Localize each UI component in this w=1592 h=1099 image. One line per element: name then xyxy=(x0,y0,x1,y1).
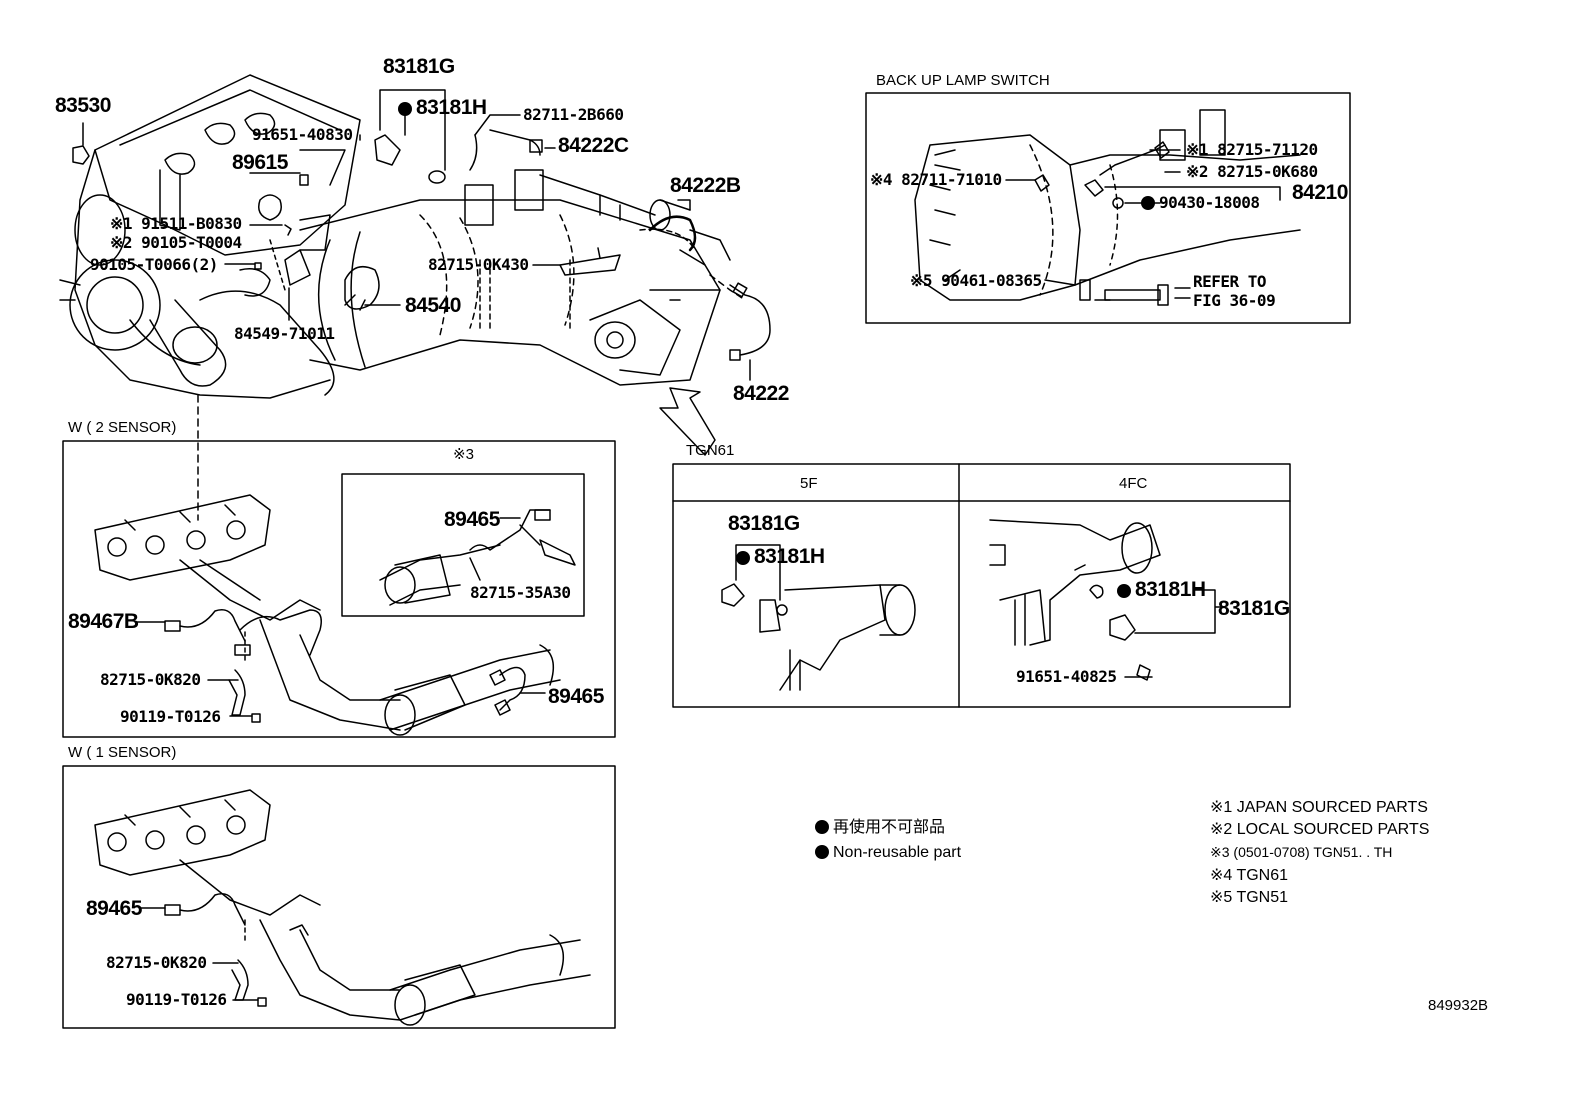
w2-sensor-box xyxy=(62,440,616,738)
note-5: ※5 TGN51 xyxy=(1210,889,1289,906)
part-label-82715-0K820-w2: 82715-0K820 xyxy=(100,670,201,689)
part-label-89465-w1: 89465 xyxy=(86,897,142,920)
table-header-4fc: 4FC xyxy=(1119,475,1148,492)
part-label-82711-2B660: 82711-2B660 xyxy=(523,105,624,124)
part-label-82711-71010: ※4 82711-71010 xyxy=(870,170,1002,189)
part-label-90119-T0126-w2: 90119-T0126 xyxy=(120,707,221,726)
note-3: ※3 (0501-0708) TGN51. . TH xyxy=(1210,844,1393,860)
backup-lamp-switch-title: BACK UP LAMP SWITCH xyxy=(876,72,1050,89)
variant-table xyxy=(672,463,1291,708)
part-label-90105-T0004: ※2 90105-T0004 xyxy=(110,233,242,252)
backup-lamp-switch-box xyxy=(865,92,1351,324)
part-label-89465-inset: 89465 xyxy=(444,508,500,531)
part-label-84549-71011: 84549-71011 xyxy=(234,324,335,343)
part-label-84210: 84210 xyxy=(1292,181,1348,204)
4fc-illustration xyxy=(989,519,1226,681)
part-label-84222C: 84222C xyxy=(558,134,629,157)
part-label-83181G-4fc: 83181G xyxy=(1218,597,1290,620)
leader-lines-top xyxy=(224,134,751,381)
part-label-83181G-5f: 83181G xyxy=(728,512,800,535)
part-label-83530: 83530 xyxy=(55,94,111,117)
part-label-90430-18008: 90430-18008 xyxy=(1141,195,1260,211)
non-reusable-dot-icon xyxy=(736,551,750,565)
part-label-83181G-top: 83181G xyxy=(383,55,455,78)
engine-illustration xyxy=(59,74,361,399)
part-label-90119-T0126-w1: 90119-T0126 xyxy=(126,990,227,1009)
backup-lamp-illustration xyxy=(914,109,1301,306)
part-label-84222B: 84222B xyxy=(670,174,741,197)
part-label-83181H-4fc: 83181H xyxy=(1117,579,1206,600)
part-label-82715-35A30: 82715-35A30 xyxy=(470,583,571,602)
non-reusable-dot-icon xyxy=(1141,196,1155,210)
part-label-89615: 89615 xyxy=(232,151,288,174)
non-reusable-dot-icon xyxy=(815,845,829,859)
part-label-91651-40830: 91651-40830 xyxy=(252,125,353,144)
legend-line-en: Non-reusable part xyxy=(815,845,961,861)
non-reusable-dot-icon xyxy=(1117,584,1131,598)
w2-leaders xyxy=(134,517,546,717)
tgn61-caption: TGN61 xyxy=(686,442,735,459)
table-header-5f: 5F xyxy=(800,475,818,492)
w2-inset-title: ※3 xyxy=(453,446,474,463)
part-label-82715-71120: ※1 82715-71120 xyxy=(1186,140,1318,159)
part-label-84540: 84540 xyxy=(405,294,461,317)
part-label-82715-0K430: 82715-0K430 xyxy=(428,255,529,274)
refer-fig-text: FIG 36-09 xyxy=(1193,291,1276,310)
sensor-84222-wire xyxy=(729,284,771,356)
w1-title: W ( 1 SENSOR) xyxy=(68,744,177,761)
legend-line-jp: 再使用不可部品 xyxy=(815,820,945,836)
part-label-89467B: 89467B xyxy=(68,610,139,633)
part-label-89465-w2: 89465 xyxy=(548,685,604,708)
part-label-83181H-5f: 83181H xyxy=(736,546,825,567)
w1-leaders xyxy=(139,907,259,1001)
non-reusable-dot-icon xyxy=(398,102,412,116)
w1-sensor-box xyxy=(62,765,616,1029)
non-reusable-dot-icon xyxy=(815,820,829,834)
part-label-82715-0K820-w1: 82715-0K820 xyxy=(106,953,207,972)
refer-to-text: REFER TO xyxy=(1193,272,1267,291)
part-label-82715-0K680: ※2 82715-0K680 xyxy=(1186,162,1318,181)
note-1: ※1 JAPAN SOURCED PARTS xyxy=(1210,799,1428,816)
part-label-90105-T0066: 90105-T0066(2) xyxy=(90,255,218,274)
w2-title: W ( 2 SENSOR) xyxy=(68,419,177,436)
w1-illustration xyxy=(94,789,591,1026)
small-parts-top xyxy=(72,89,621,311)
transmission-illustration xyxy=(299,169,746,386)
5f-illustration xyxy=(721,544,916,691)
note-4: ※4 TGN61 xyxy=(1210,867,1289,884)
figure-id: 849932B xyxy=(1428,997,1489,1014)
part-label-91511-B0830: ※1 91511-B0830 xyxy=(110,214,242,233)
part-label-83181H-top: 83181H xyxy=(398,97,487,118)
part-label-84222: 84222 xyxy=(733,382,789,405)
part-label-91651-40825: 91651-40825 xyxy=(1016,667,1117,686)
part-label-90461-08365: ※5 90461-08365 xyxy=(910,271,1042,290)
note-2: ※2 LOCAL SOURCED PARTS xyxy=(1210,821,1430,838)
w2-illustration xyxy=(94,494,576,736)
w2-inset-box xyxy=(341,473,585,617)
tgn61-arrow xyxy=(659,387,716,456)
